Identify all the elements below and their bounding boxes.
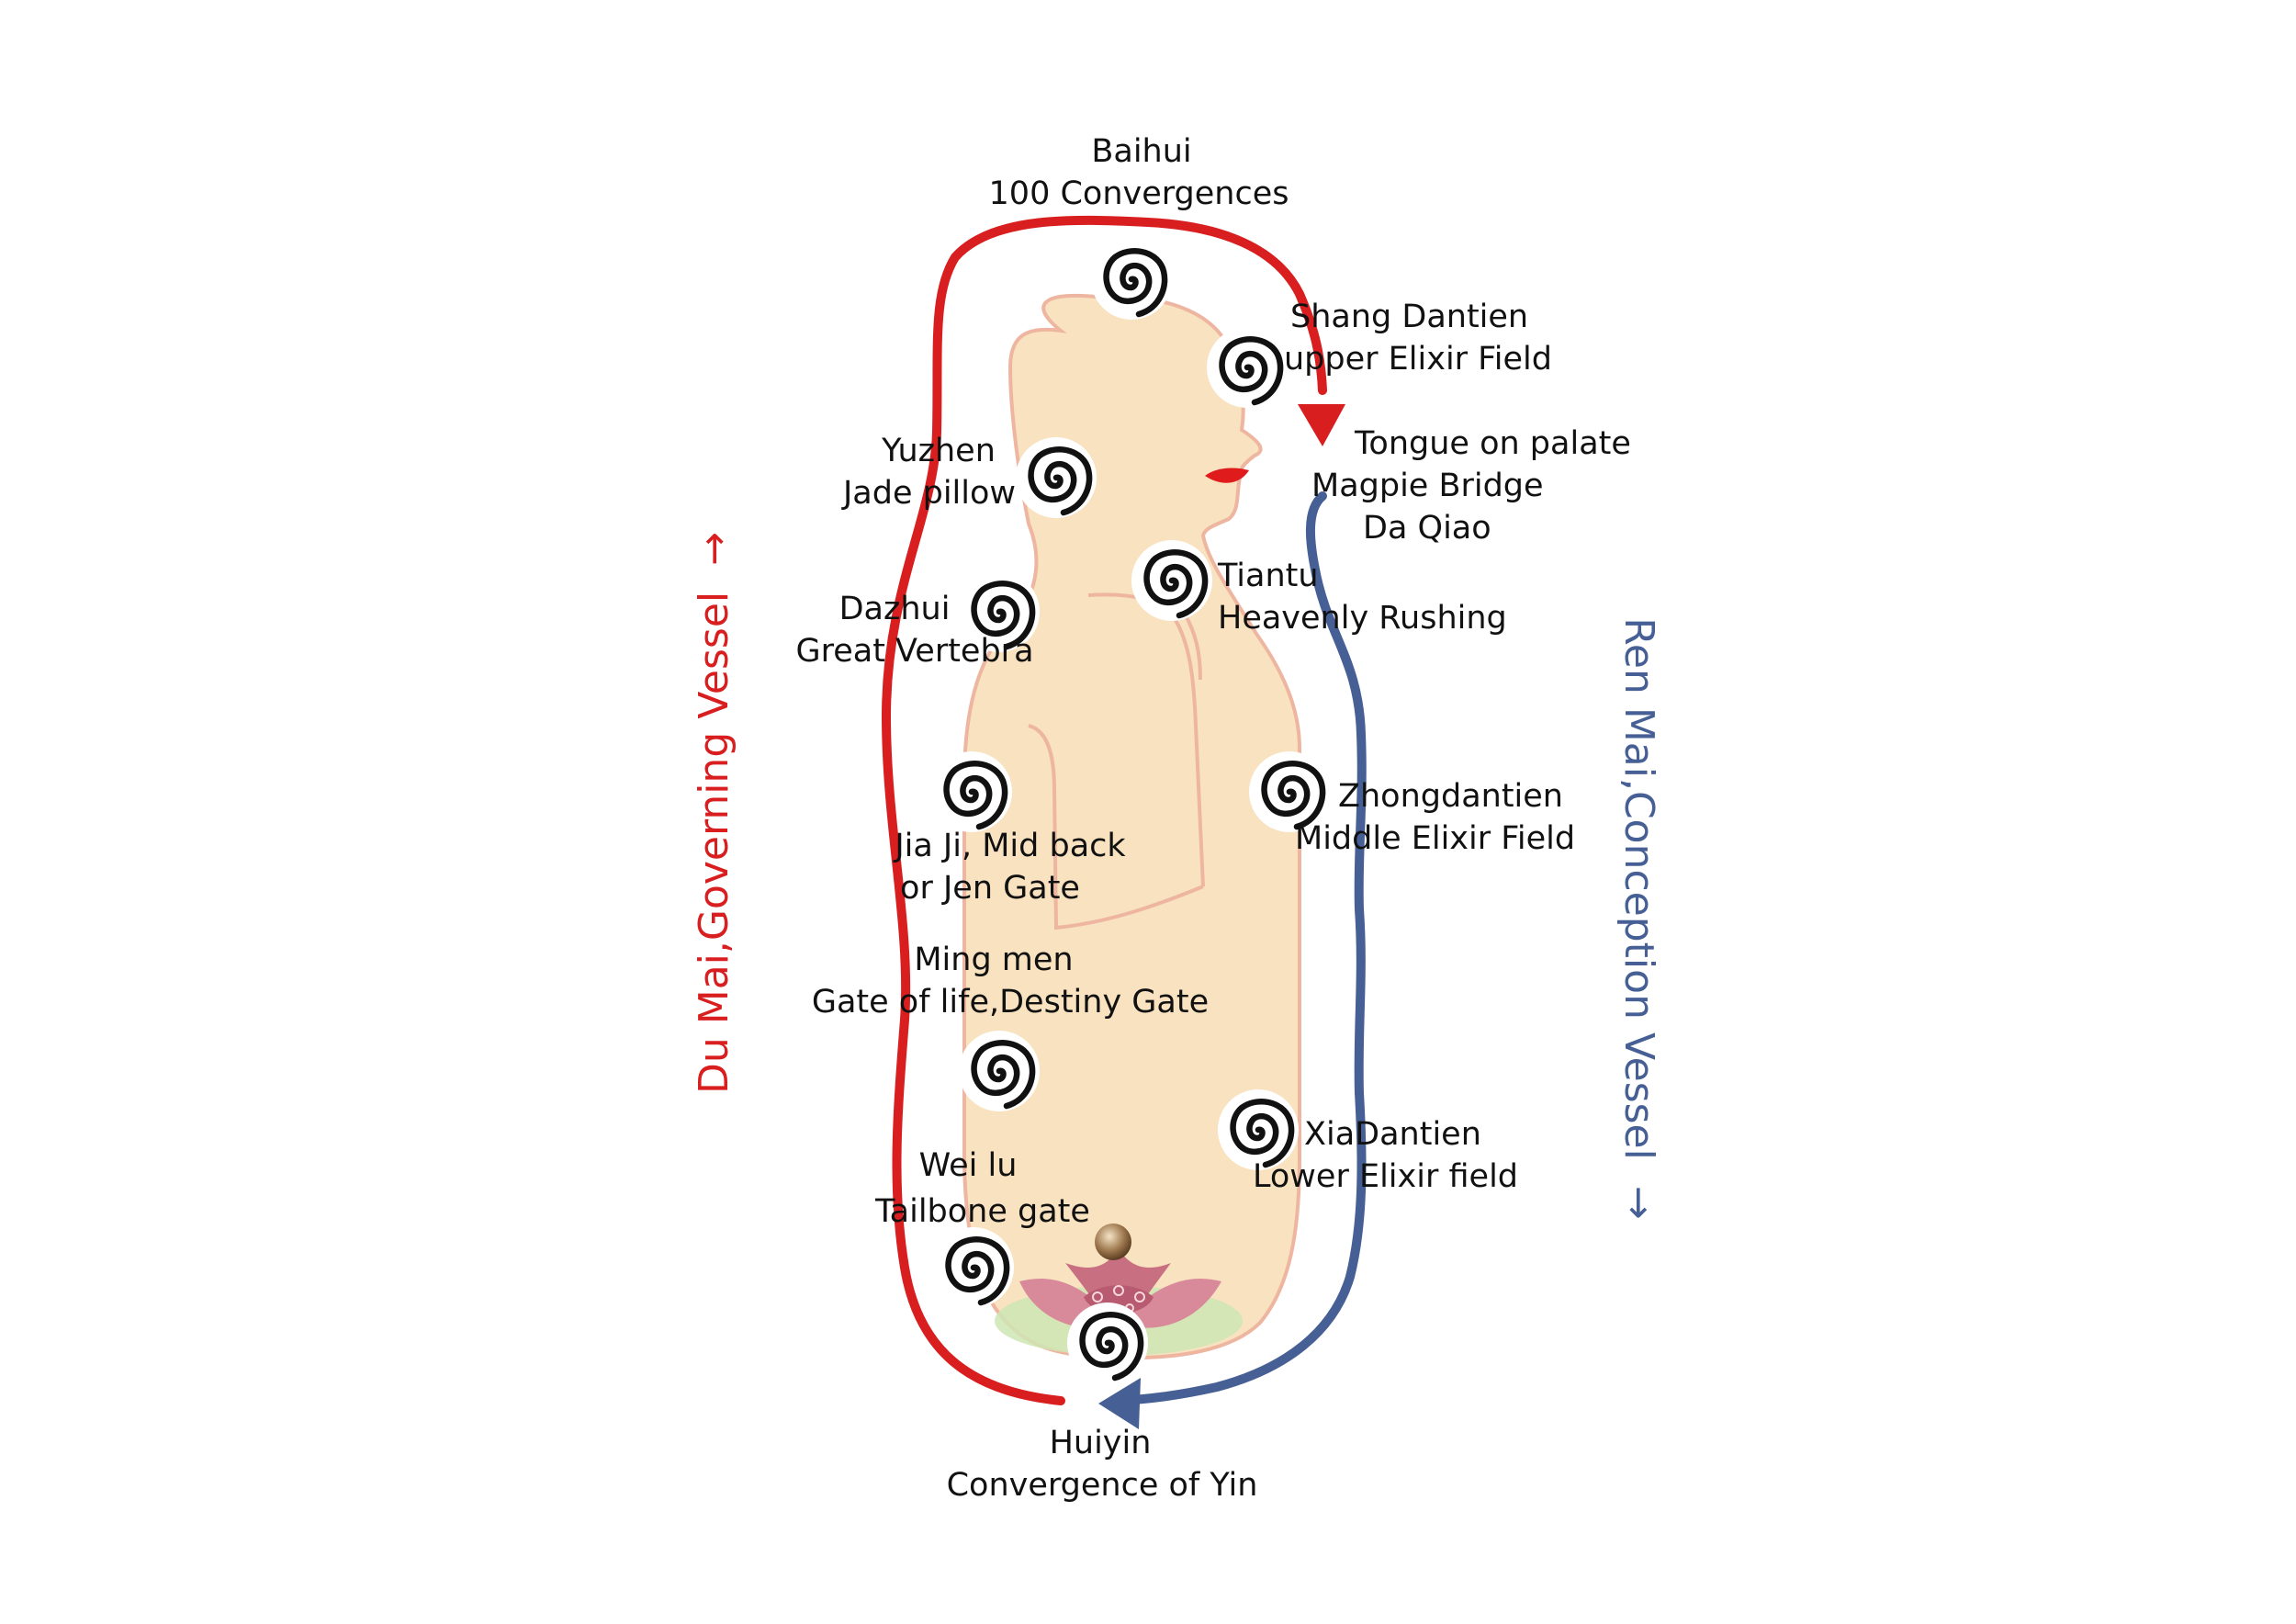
zhongdantien-label-2: Middle Elixir Field <box>1295 820 1575 857</box>
du-mai-arrowhead <box>1298 404 1345 446</box>
jia-ji-spiral-icon <box>931 751 1012 832</box>
baihui-spiral-icon <box>1091 239 1172 320</box>
wei-lu-label-1: Wei lu <box>919 1147 1018 1184</box>
huiyin-label-1: Huiyin <box>1050 1425 1152 1461</box>
ren-mai-direction-arrow-icon: → <box>1615 1186 1662 1220</box>
tongue-label-3: Da Qiao <box>1363 510 1491 547</box>
yuzhen-label-1: Yuzhen <box>881 433 996 469</box>
tiantu-label-2: Heavenly Rushing <box>1218 600 1507 637</box>
du-mai-label: Du Mai,Governing Vessel <box>691 592 737 1094</box>
tongue-label-2: Magpie Bridge <box>1311 468 1544 504</box>
arm-line <box>1028 724 1204 930</box>
zhongdantien-label-1: Zhongdantien <box>1338 778 1563 815</box>
ming-men-label-2: Gate of life,Destiny Gate <box>812 984 1209 1021</box>
tongue-label-1: Tongue on palate <box>1354 425 1631 462</box>
du-mai-vertical-label: Du Mai,Governing Vessel → <box>691 532 737 1094</box>
lips <box>1205 468 1249 483</box>
ren-mai-vertical-label: Ren Mai,Conception Vessel → <box>1615 617 1662 1219</box>
ming-men-spiral-icon <box>959 1031 1040 1111</box>
ren-mai-channel <box>1116 491 1367 1405</box>
shang-dantien-label-2: upper Elixir Field <box>1284 341 1552 378</box>
baihui-label-1: Baihui <box>1091 133 1191 170</box>
yuzhen-spiral-icon <box>1016 437 1097 518</box>
ming-men-label-1: Ming men <box>914 942 1073 978</box>
shang-dantien-spiral-icon <box>1207 327 1288 408</box>
huiyin-spiral-icon <box>1067 1303 1148 1383</box>
ren-mai-arrowhead <box>1098 1378 1141 1429</box>
tiantu-spiral-icon <box>1131 540 1212 621</box>
shang-dantien-label-1: Shang Dantien <box>1290 299 1528 335</box>
jia-ji-label-2: or Jen Gate <box>900 870 1080 907</box>
wei-lu-label-2: Tailbone gate <box>874 1193 1090 1230</box>
du-mai-direction-arrow-icon: → <box>691 532 737 566</box>
svg-text:Du Mai,Governing Vessel: Du Mai,Governing Vessel → <box>691 532 737 1094</box>
xiadantien-label-1: XiaDantien <box>1304 1116 1481 1153</box>
du-mai-channel <box>881 215 1327 1405</box>
chest-line <box>1183 613 1202 681</box>
svg-text:Ren Mai,Conception Vessel: Ren Mai,Conception Vessel → <box>1615 617 1662 1219</box>
yuzhen-label-2: Jade pillow <box>841 475 1016 512</box>
pearl-icon <box>1095 1224 1131 1260</box>
dazhui-label-1: Dazhui <box>839 591 951 627</box>
tiantu-label-1: Tiantu <box>1217 558 1319 594</box>
jia-ji-label-1: Jia Ji, Mid back <box>893 828 1126 864</box>
dazhui-label-2: Great Vertebra <box>795 633 1033 670</box>
baihui-label-2: 100 Convergences <box>989 175 1289 212</box>
huiyin-label-2: Convergence of Yin <box>947 1467 1258 1504</box>
ren-mai-label: Ren Mai,Conception Vessel <box>1615 617 1662 1160</box>
wei-lu-spiral-icon <box>933 1227 1014 1308</box>
xiadantien-label-2: Lower Elixir field <box>1253 1158 1518 1195</box>
